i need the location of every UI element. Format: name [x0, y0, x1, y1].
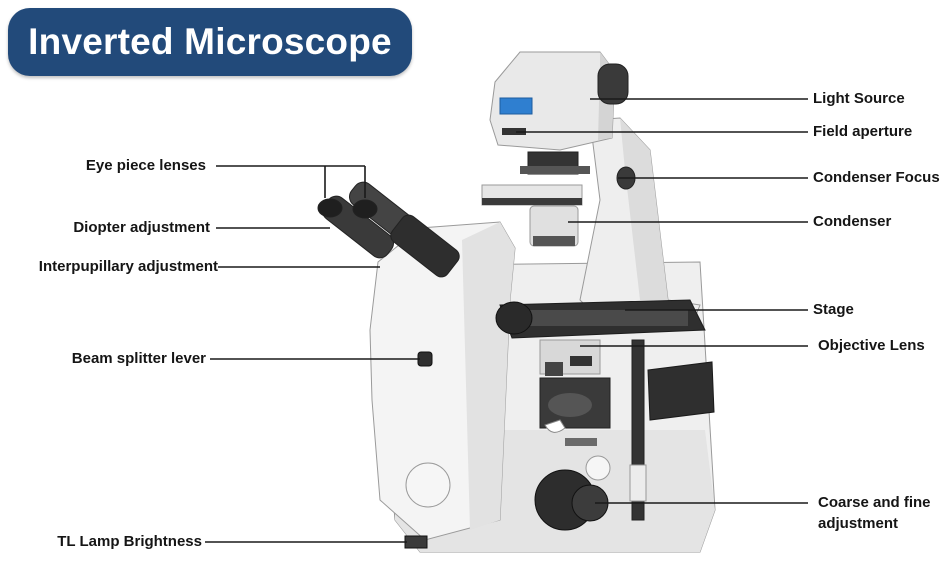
stage-knob	[496, 302, 532, 334]
tl-lamp-dial	[405, 536, 427, 548]
label-field-aperture: Field aperture	[813, 123, 912, 141]
label-eye-piece-lenses: Eye piece lenses	[60, 157, 206, 175]
label-tl-lamp-brightness: TL Lamp Brightness	[4, 533, 202, 551]
label-condenser-focus: Condenser Focus	[813, 169, 940, 187]
label-diopter-adjustment: Diopter adjustment	[20, 219, 210, 237]
label-light-source: Light Source	[813, 90, 905, 108]
label-condenser: Condenser	[813, 213, 891, 231]
label-coarse-fine-line1: Coarse and fine	[818, 494, 931, 512]
label-stage: Stage	[813, 301, 854, 319]
lamp-display	[500, 98, 532, 114]
microscope-illustration	[318, 52, 715, 552]
label-objective-lens: Objective Lens	[818, 337, 925, 355]
label-coarse-fine-line2: adjustment	[818, 515, 898, 533]
beam-splitter-knob	[418, 352, 432, 366]
lamp-knob	[598, 64, 628, 104]
label-interpupillary-adjustment: Interpupillary adjustment	[4, 258, 218, 276]
leader-eye-piece	[216, 166, 365, 198]
label-beam-splitter-lever: Beam splitter lever	[20, 350, 206, 368]
